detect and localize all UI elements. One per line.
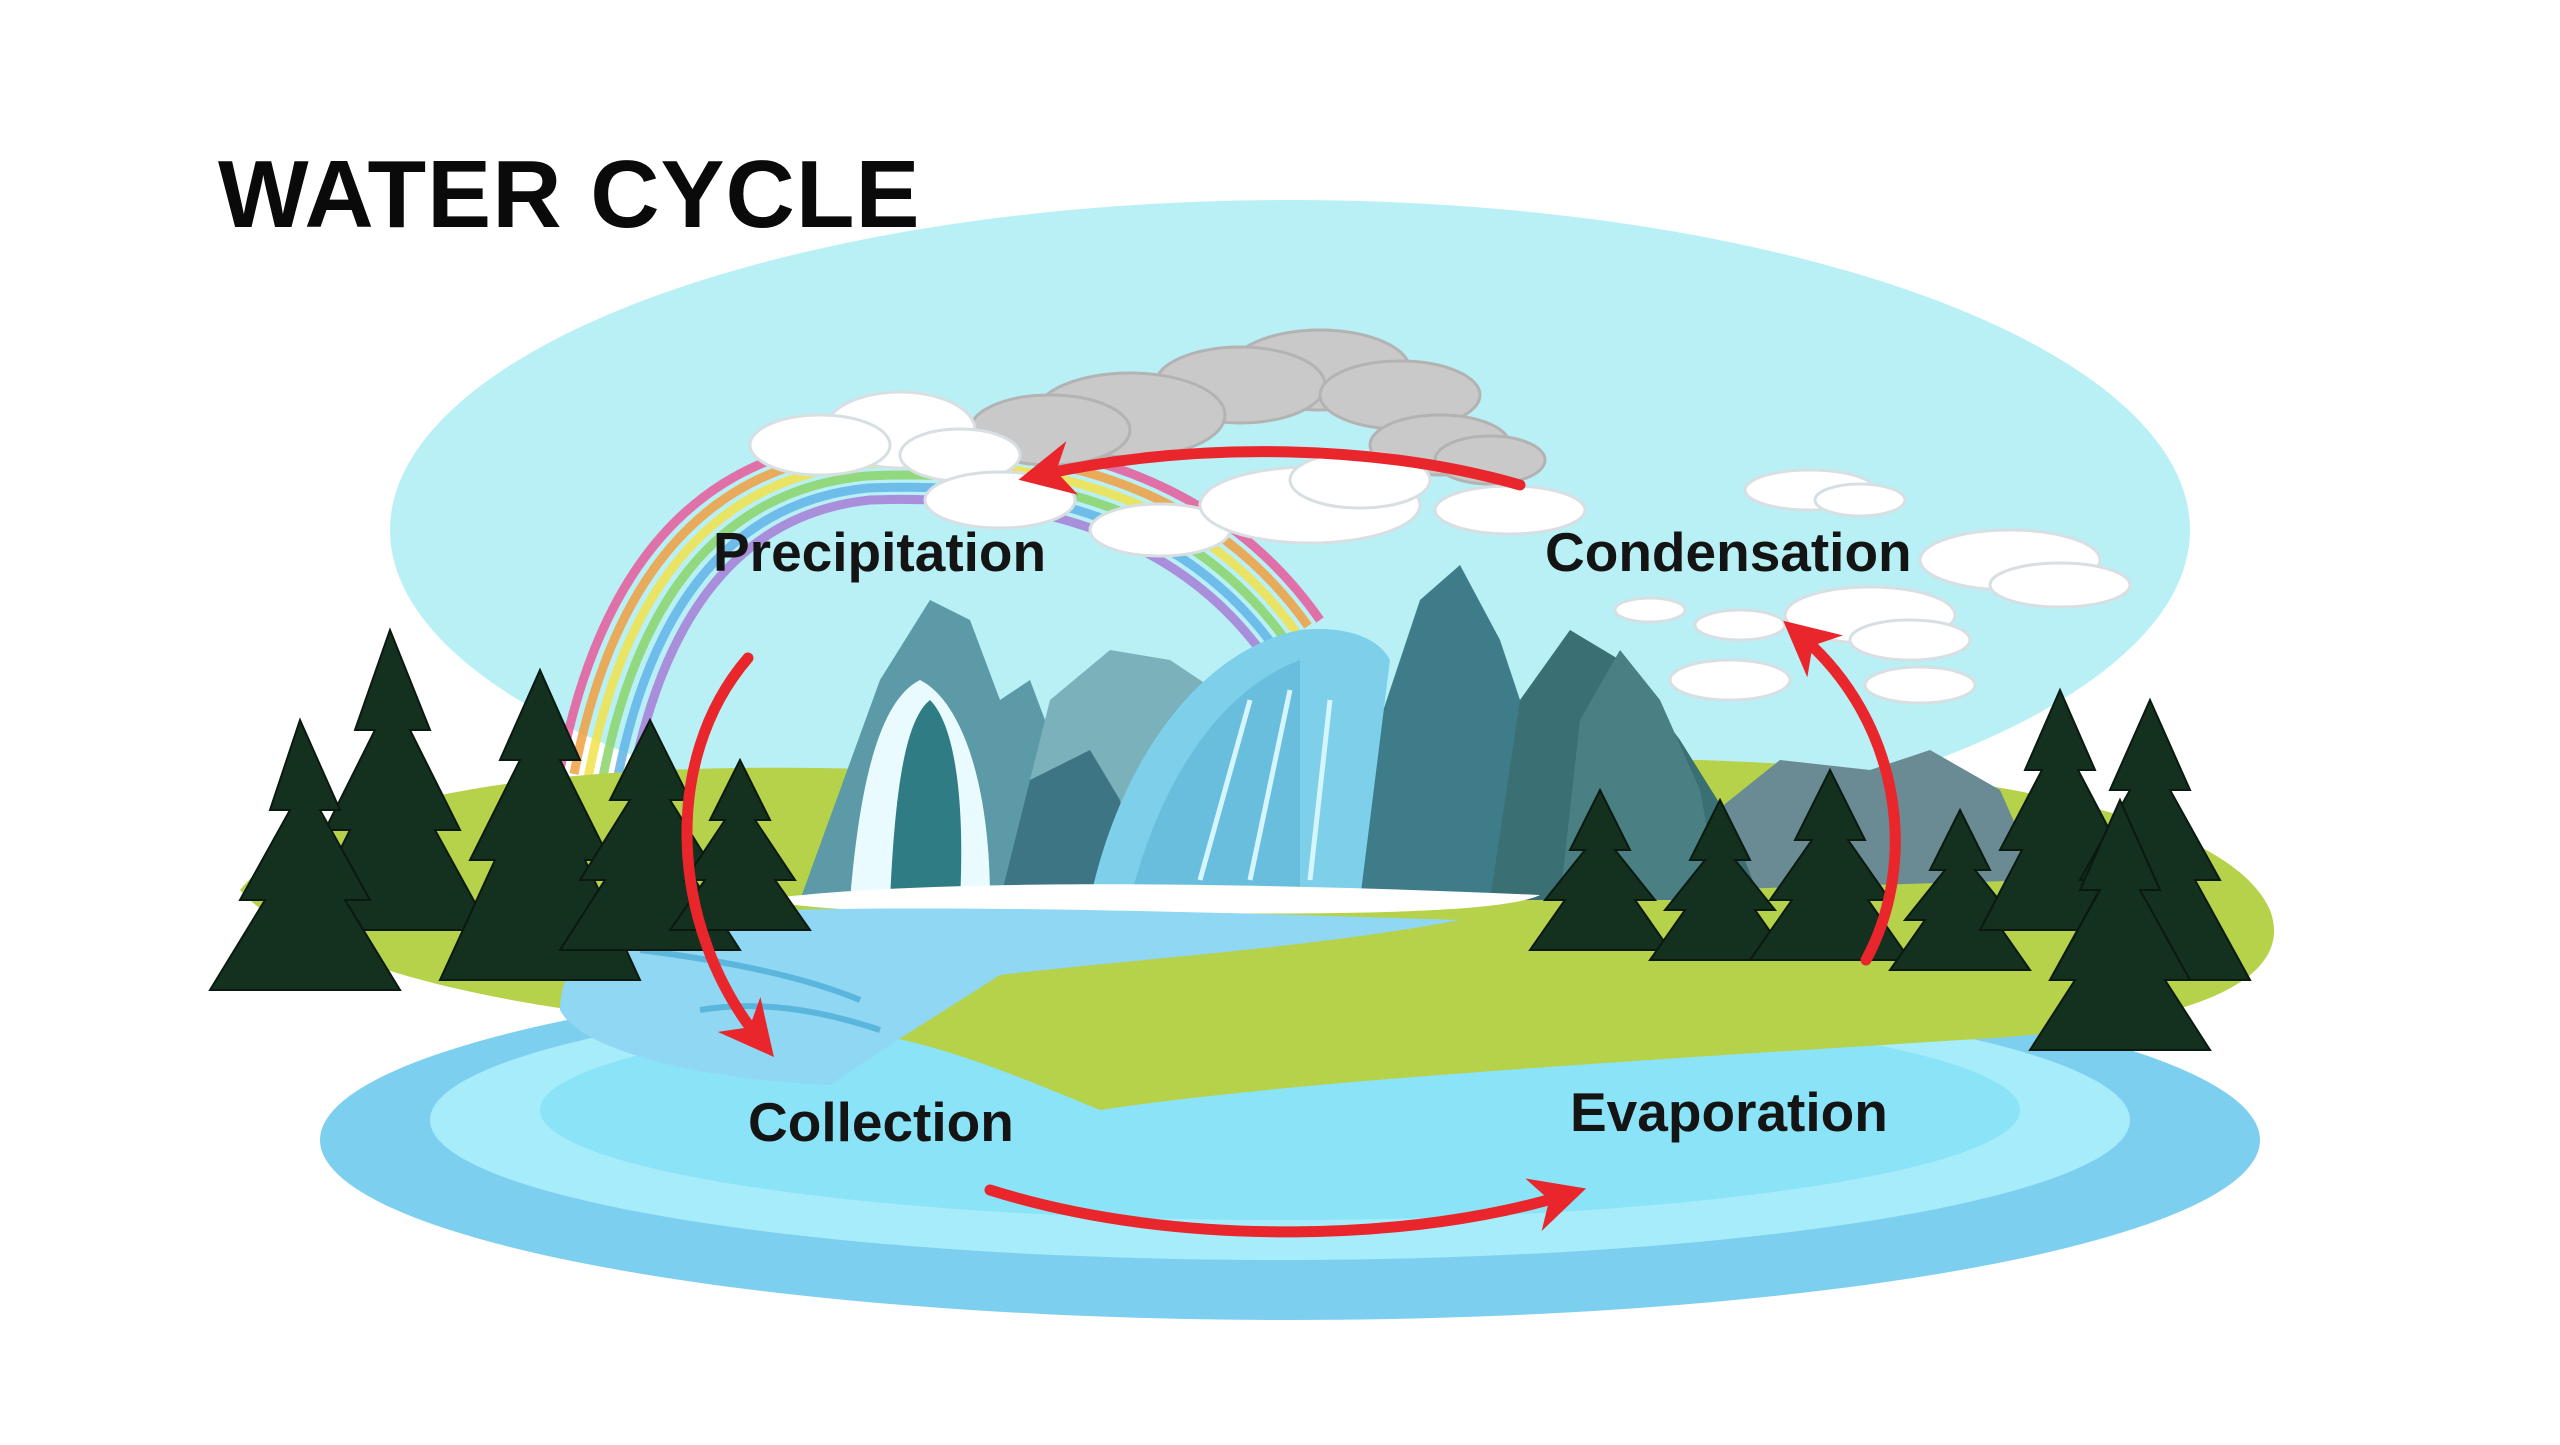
label-precipitation: Precipitation (713, 521, 1047, 583)
arrow-condensation-to-precipitation (1018, 441, 1526, 495)
label-collection: Collection (748, 1091, 1014, 1153)
waterfalls (850, 629, 1390, 900)
arrow-precipitation-to-collection (681, 652, 774, 1058)
river (560, 884, 1540, 1085)
white-clouds (748, 390, 2132, 705)
cycle-arrows (681, 441, 1901, 1238)
rain-clouds (968, 328, 1547, 486)
arrow-collection-to-evaporation (984, 1178, 1587, 1238)
arrow-evaporation-to-condensation (1783, 620, 1901, 966)
label-condensation: Condensation (1545, 521, 1912, 583)
label-evaporation: Evaporation (1570, 1081, 1888, 1143)
diagram-title: WATER CYCLE (218, 141, 921, 248)
